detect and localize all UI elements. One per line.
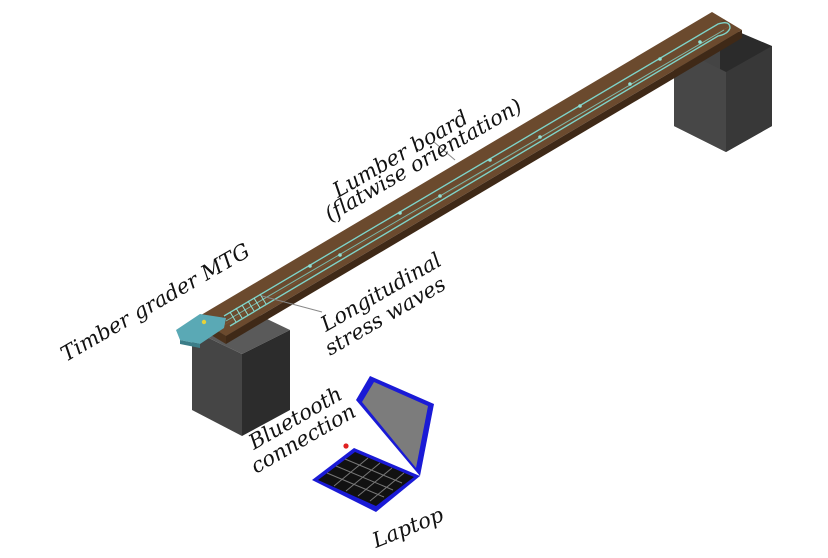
lumber-board	[196, 12, 742, 344]
stress-wave-line-center	[225, 29, 725, 322]
device-indicator-light	[201, 319, 207, 325]
device-side	[180, 340, 200, 348]
stress-wave-path	[223, 21, 731, 327]
left-support-block	[192, 306, 290, 436]
bluetooth-dot	[343, 443, 349, 449]
lumber-board-top	[196, 12, 742, 336]
laptop-icon	[312, 376, 434, 512]
right-support-front	[726, 46, 772, 152]
stress-leader-line	[261, 295, 323, 313]
timber-grader-device-icon	[176, 314, 226, 348]
right-support-left	[674, 46, 726, 152]
stress-wave-line	[223, 21, 731, 327]
laptop-label: Laptop	[368, 502, 447, 553]
left-support-side	[242, 330, 290, 436]
wave-front-marks	[229, 293, 267, 323]
left-support-front	[192, 330, 242, 436]
stress-wave-arrows	[308, 40, 702, 268]
lumber-leader-line	[433, 141, 456, 161]
device-body	[176, 314, 226, 344]
laptop-keys	[326, 457, 405, 502]
lumber-board-edge-right	[226, 30, 742, 344]
laptop-screen	[362, 382, 428, 468]
